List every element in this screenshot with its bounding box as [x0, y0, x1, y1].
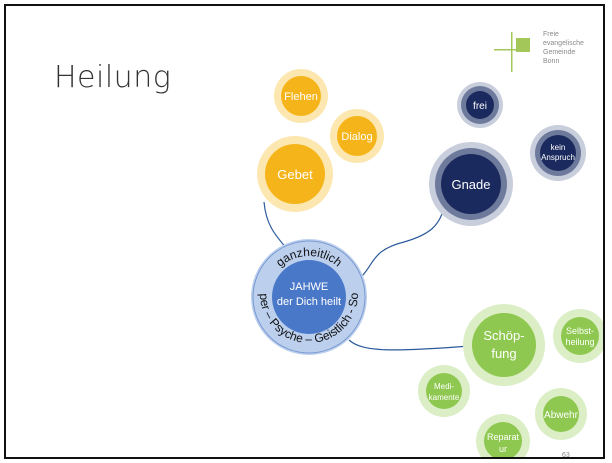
node-reparatur-label-2: ur	[499, 444, 507, 454]
center-line-2: der Dich heilt	[277, 296, 341, 308]
node-reparatur-label-1: Reparat	[487, 432, 520, 442]
connector-schoepfung	[348, 339, 471, 351]
node-frei: frei	[457, 82, 503, 128]
node-kein-anspruch-label-1: kein	[551, 143, 566, 152]
node-dialog-label: Dialog	[341, 131, 372, 143]
node-gebet: Gebet	[257, 136, 333, 212]
node-reparatur: Reparat ur	[476, 414, 530, 457]
node-selbstheilung-label-1: Selbst-	[566, 326, 594, 336]
node-selbstheilung-label-2: heilung	[565, 337, 594, 347]
node-flehen-label: Flehen	[284, 91, 318, 103]
slide: Heilung Freie evangelische Gemeinde Bonn…	[4, 4, 605, 459]
node-gebet-label: Gebet	[277, 167, 313, 182]
logo-line: Gemeinde	[543, 49, 576, 56]
mind-map: Flehen Dialog Gebet frei kein Anspru	[6, 6, 603, 457]
church-logo-icon	[494, 32, 530, 72]
node-medikamente-label-1: Medi-	[434, 382, 454, 391]
node-flehen: Flehen	[274, 69, 328, 123]
node-kein-anspruch: kein Anspruch	[530, 125, 586, 181]
logo-line: evangelische	[543, 40, 584, 47]
node-abwehr-label: Abwehr	[544, 410, 579, 421]
node-gnade-label: Gnade	[451, 177, 490, 192]
slide-title: Heilung	[54, 60, 172, 95]
connector-gnade	[361, 213, 443, 277]
node-frei-label: frei	[473, 101, 487, 112]
node-dialog: Dialog	[330, 109, 384, 163]
node-schoepfung-label-1: Schöp-	[483, 328, 524, 343]
center-line-1: JAHWE	[290, 281, 329, 293]
page-number: 63	[562, 452, 570, 459]
logo-line: Bonn	[543, 58, 560, 65]
node-abwehr: Abwehr	[535, 388, 587, 440]
node-schoepfung-label-2: fung	[491, 346, 516, 361]
node-gnade: Gnade	[429, 142, 513, 226]
node-medikamente: Medi- kamente	[418, 365, 470, 417]
logo-line: Freie	[543, 31, 559, 38]
node-medikamente-label-2: kamente	[429, 393, 460, 402]
node-kein-anspruch-label-2: Anspruch	[541, 153, 575, 162]
node-schoepfung: Schöp- fung	[463, 304, 545, 386]
church-logo-text: Freie evangelische Gemeinde Bonn	[543, 30, 603, 66]
node-selbstheilung: Selbst- heilung	[553, 309, 603, 363]
